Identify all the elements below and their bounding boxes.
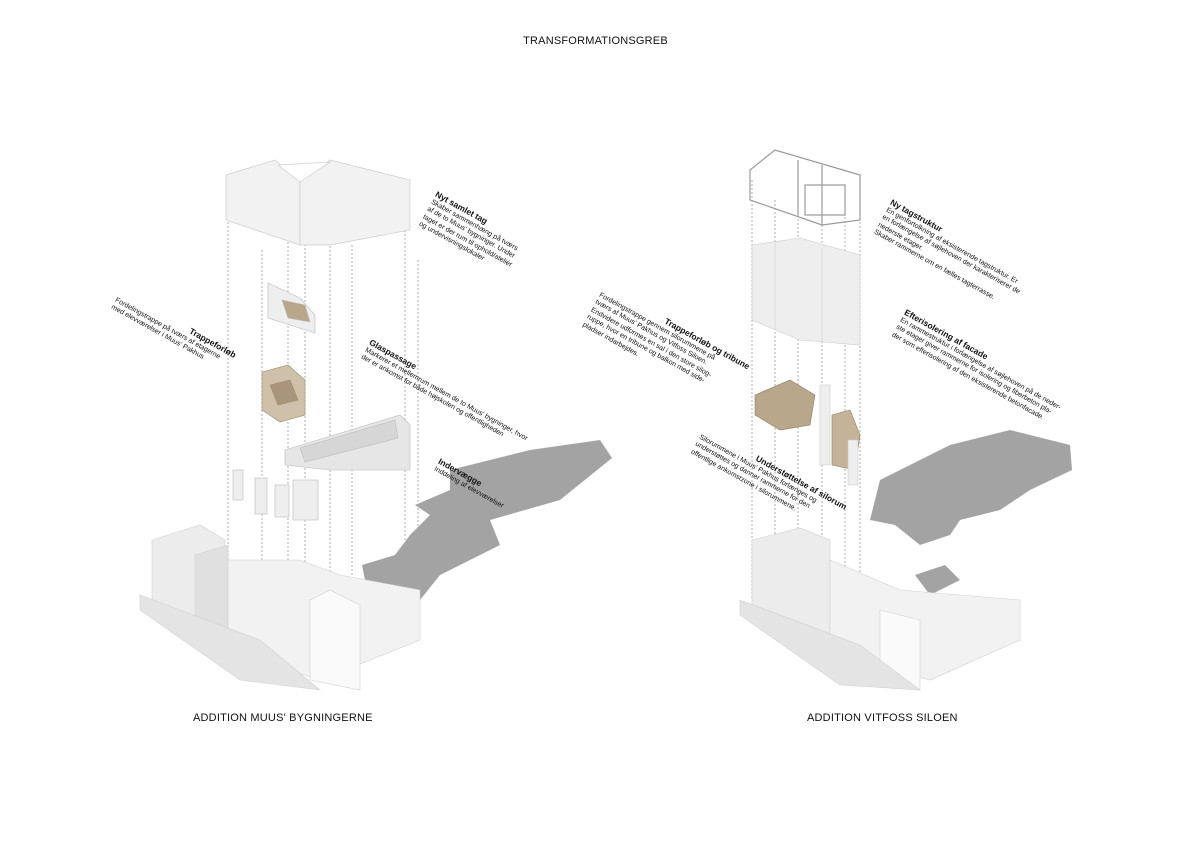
left-stair-tower xyxy=(261,364,306,423)
right-facade-insulation xyxy=(751,237,861,346)
left-existing-building xyxy=(139,524,421,691)
right-floor-plan-fragment xyxy=(915,565,960,595)
left-inner-walls xyxy=(232,469,319,521)
left-floor-plan xyxy=(362,440,612,600)
right-stair-tribune xyxy=(754,379,861,486)
left-roof xyxy=(225,159,411,246)
diagram-title: TRANSFORMATIONSGREB xyxy=(523,35,668,47)
left-glass-passage xyxy=(284,414,411,471)
right-roof-structure xyxy=(749,149,861,226)
right-existing-building xyxy=(739,527,1021,691)
right-floor-plan xyxy=(870,430,1072,545)
caption-left: ADDITION MUUS' BYGNINGERNE xyxy=(193,712,373,724)
left-stair xyxy=(267,282,316,334)
caption-right: ADDITION VITFOSS SILOEN xyxy=(807,712,958,724)
